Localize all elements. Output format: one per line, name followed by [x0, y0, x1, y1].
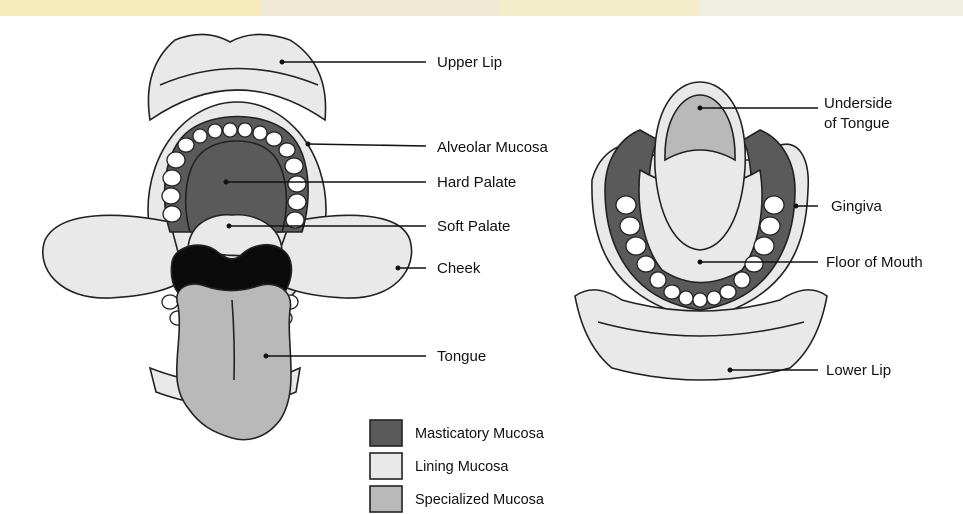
label-upper-lip: Upper Lip: [437, 54, 502, 71]
legend: Masticatory Mucosa Lining Mucosa Special…: [370, 420, 545, 512]
legend-swatch-lining: [370, 453, 402, 479]
legend-swatch-specialized: [370, 486, 402, 512]
label-alveolar-mucosa: Alveolar Mucosa: [437, 139, 549, 156]
label-soft-palate: Soft Palate: [437, 218, 510, 235]
label-cheek: Cheek: [437, 260, 481, 277]
label-underside-of-tongue-line1: Underside: [824, 95, 892, 112]
label-floor-of-mouth: Floor of Mouth: [826, 254, 923, 271]
lower-mouth-illustration: [575, 82, 827, 380]
label-gingiva: Gingiva: [831, 198, 883, 215]
legend-label-specialized: Specialized Mucosa: [415, 492, 545, 508]
label-underside-of-tongue-line2: of Tongue: [824, 115, 890, 132]
legend-label-lining: Lining Mucosa: [415, 459, 509, 475]
legend-swatch-masticatory: [370, 420, 402, 446]
upper-mouth-illustration: [43, 34, 412, 439]
legend-label-masticatory: Masticatory Mucosa: [415, 426, 545, 442]
left-cheek-region: [43, 215, 185, 298]
label-hard-palate: Hard Palate: [437, 174, 516, 191]
label-lower-lip: Lower Lip: [826, 362, 891, 379]
label-tongue: Tongue: [437, 348, 486, 365]
